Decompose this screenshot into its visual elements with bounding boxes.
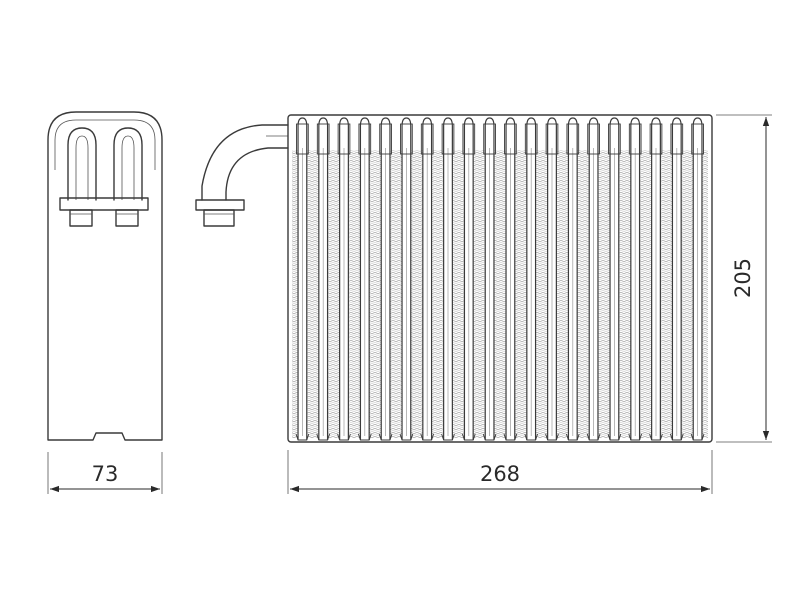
core-tube [420, 117, 434, 441]
pipe-fitting-flange [195, 199, 245, 211]
dimension-height-label: 205 [731, 258, 755, 298]
fin-area [292, 150, 708, 438]
core-tube [690, 117, 705, 441]
core-tube [649, 117, 663, 441]
core-tube [586, 117, 601, 441]
side-view-u-tube-right [113, 127, 143, 201]
core-tube [670, 117, 684, 441]
core-frame [287, 114, 713, 443]
pipe-fitting-nut [203, 209, 235, 227]
pipe-elbow [201, 124, 289, 201]
core-tube [462, 117, 476, 441]
core-tube [503, 117, 518, 441]
dimension-width: 73 [47, 452, 163, 494]
dimension-height: 205 [716, 114, 772, 443]
core-tube [482, 117, 497, 441]
core-tube [358, 117, 372, 441]
side-view-body [47, 111, 163, 441]
side-view-fitting-left [69, 209, 93, 227]
side-view-u-tube-left [67, 127, 97, 201]
side-view-header [54, 119, 156, 170]
core-tube [316, 117, 330, 441]
core-tubes [295, 117, 705, 441]
core-tube [628, 117, 642, 441]
core-tube [607, 117, 622, 441]
core-tube [378, 117, 393, 441]
core-tube [566, 117, 580, 441]
dimension-length-label: 268 [480, 462, 520, 486]
side-view [47, 111, 163, 441]
core-tube [295, 117, 310, 441]
dimension-length: 268 [287, 450, 713, 494]
core-tube [399, 117, 414, 441]
core-tube [337, 117, 351, 441]
core-tube [441, 117, 455, 441]
core-tube [545, 117, 559, 441]
dimension-width-label: 73 [92, 462, 119, 486]
front-view [195, 114, 713, 443]
side-view-flange [59, 197, 149, 211]
core-tube [524, 117, 538, 441]
side-view-fitting-right [115, 209, 139, 227]
